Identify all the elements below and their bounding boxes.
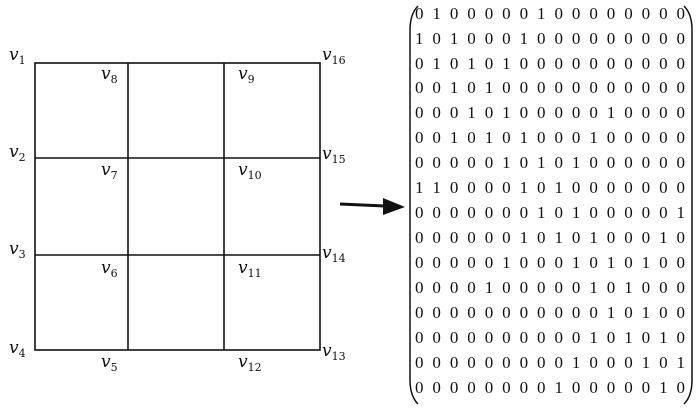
vertex-label-4: v4 bbox=[9, 338, 26, 360]
vertex-label-5: v5 bbox=[101, 352, 118, 374]
matrix-row-16: 0 0 0 0 0 0 0 0 1 0 0 0 0 0 1 0 bbox=[415, 378, 685, 397]
vertex-label-13: v13 bbox=[322, 341, 346, 363]
vertex-label-10: v10 bbox=[238, 160, 262, 182]
matrix-row-15: 0 0 0 0 0 0 0 0 0 1 0 0 0 1 0 1 bbox=[415, 353, 685, 372]
adjacency-matrix: 0 1 0 0 0 0 0 1 0 0 0 0 0 0 0 0 1 0 1 0 … bbox=[415, 4, 685, 397]
matrix-row-13: 0 0 0 0 0 0 0 0 0 0 0 1 0 1 0 0 bbox=[415, 303, 685, 322]
matrix-row-1: 0 1 0 0 0 0 0 1 0 0 0 0 0 0 0 0 bbox=[415, 4, 685, 23]
matrix-row-8: 1 1 0 0 0 0 1 0 1 0 0 0 0 0 0 0 bbox=[415, 178, 685, 197]
vertex-label-16: v16 bbox=[322, 45, 346, 67]
matrix-row-2: 1 0 1 0 0 0 1 0 0 0 0 0 0 0 0 0 bbox=[415, 29, 685, 48]
vertex-label-15: v15 bbox=[322, 144, 346, 166]
matrix-row-9: 0 0 0 0 0 0 0 1 0 1 0 0 0 0 0 1 bbox=[415, 203, 685, 222]
matrix-right-bracket bbox=[683, 5, 693, 405]
vertex-label-8: v8 bbox=[101, 64, 118, 86]
grid-outer-border bbox=[34, 62, 321, 351]
matrix-left-bracket bbox=[409, 5, 419, 405]
vertex-label-9: v9 bbox=[238, 64, 255, 86]
matrix-row-3: 0 1 0 1 0 1 0 0 0 0 0 0 0 0 0 0 bbox=[415, 54, 685, 73]
vertex-label-6: v6 bbox=[101, 258, 118, 280]
matrix-row-6: 0 0 1 0 1 0 1 0 0 0 1 0 0 0 0 0 bbox=[415, 128, 685, 147]
matrix-row-11: 0 0 0 0 0 1 0 0 0 1 0 1 0 1 0 0 bbox=[415, 253, 685, 272]
arrow-head bbox=[383, 198, 405, 215]
vertex-label-3: v3 bbox=[9, 239, 26, 261]
vertex-label-7: v7 bbox=[101, 160, 118, 182]
vertex-label-11: v11 bbox=[238, 258, 262, 280]
matrix-row-7: 0 0 0 0 0 1 0 1 0 1 0 0 0 0 0 0 bbox=[415, 153, 685, 172]
vertex-label-12: v12 bbox=[238, 352, 262, 374]
matrix-row-4: 0 0 1 0 1 0 0 0 0 0 0 0 0 0 0 0 bbox=[415, 78, 685, 97]
vertex-label-14: v14 bbox=[322, 243, 346, 265]
matrix-row-5: 0 0 0 1 0 1 0 0 0 0 0 1 0 0 0 0 bbox=[415, 103, 685, 122]
arrow-right-icon bbox=[339, 198, 405, 215]
matrix-brackets bbox=[409, 5, 693, 405]
vertex-label-2: v2 bbox=[9, 142, 26, 164]
vertex-labels: v1 v2 v3 v4 v5 v6 v7 v8 v9 v10 v11 v12 v… bbox=[9, 45, 346, 374]
vertex-label-1: v1 bbox=[9, 45, 26, 67]
matrix-row-14: 0 0 0 0 0 0 0 0 0 0 1 0 1 0 1 0 bbox=[415, 328, 685, 347]
grid-graph bbox=[34, 62, 321, 351]
matrix-row-12: 0 0 0 0 1 0 0 0 0 0 1 0 1 0 0 0 bbox=[415, 278, 685, 297]
matrix-row-10: 0 0 0 0 0 0 1 0 1 0 1 0 0 0 1 0 bbox=[415, 228, 685, 247]
arrow-shaft bbox=[339, 202, 385, 208]
